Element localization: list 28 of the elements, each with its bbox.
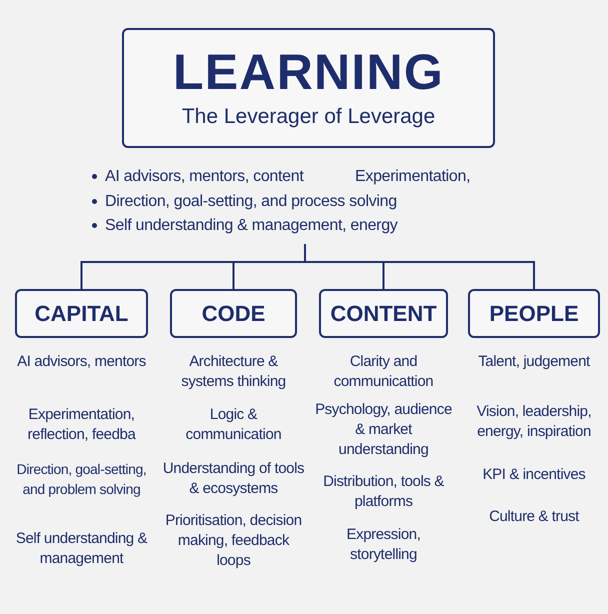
bullet-item: Direction, goal-setting, and process solving bbox=[92, 191, 397, 213]
item-text: Distribution, tools & platforms bbox=[322, 472, 445, 512]
item-text: AI advisors, mentors bbox=[16, 352, 147, 372]
bullet-item: AI advisors, mentors, content bbox=[92, 166, 304, 188]
item-text: KPI & incentives bbox=[482, 465, 586, 485]
item-text: Prioritisation, decision making, feedback loops bbox=[164, 511, 303, 571]
item-text: Logic & communication bbox=[184, 405, 282, 445]
item-text: Culture & trust bbox=[488, 507, 580, 527]
item-text: Experimentation, reflection, feedba bbox=[26, 405, 137, 445]
title-box bbox=[122, 28, 495, 148]
item-text: Clarity and communicattion bbox=[332, 352, 434, 392]
subtitle-text: The Leverager of Leverage bbox=[182, 104, 436, 130]
category-box: CAPITAL bbox=[15, 289, 148, 338]
list-text: Experimentation, bbox=[355, 167, 470, 187]
category-box: CODE bbox=[170, 289, 297, 338]
category-box: PEOPLE bbox=[468, 289, 600, 338]
item-text: Vision, leadership, energy, inspiration bbox=[476, 402, 592, 442]
connector-line bbox=[304, 244, 535, 289]
item-text: Expression, storytelling bbox=[346, 525, 422, 565]
item-text: Psychology, audience & market understanding bbox=[314, 400, 453, 460]
item-text: Self understanding & management bbox=[14, 529, 148, 569]
title-text: LEARNING bbox=[172, 45, 444, 100]
item-text: Talent, judgement bbox=[477, 352, 591, 372]
category-box: CONTENT bbox=[319, 289, 448, 338]
bullet-item: Self understanding & management, energy bbox=[92, 215, 398, 237]
item-text: Understanding of tools & ecosystems bbox=[162, 459, 306, 499]
item-text: Architecture & systems thinking bbox=[180, 352, 287, 392]
item-text: Direction, goal-setting, and problem solving bbox=[16, 460, 148, 499]
